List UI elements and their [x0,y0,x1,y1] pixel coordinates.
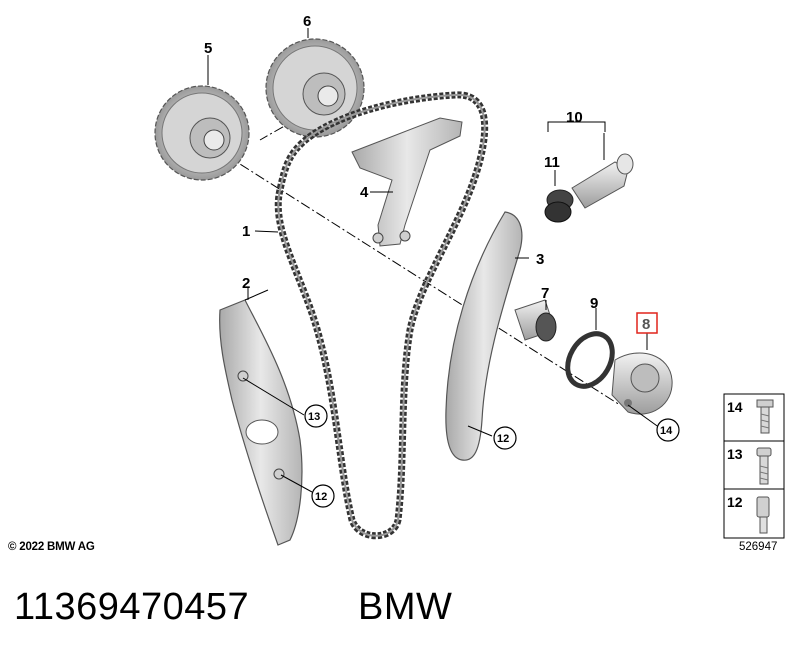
footer: 11369470457 BMW [0,586,800,646]
leader-lines [207,28,661,493]
callout-5: 5 [204,40,212,57]
callout-4: 4 [360,184,369,201]
callout-10: 10 [566,109,583,126]
circle-callout-12-left: 12 [311,484,335,508]
callout-3: 3 [536,251,544,268]
callout-1: 1 [242,223,250,240]
upper-guide-rail-4 [351,117,463,247]
callout-7: 7 [541,285,549,302]
brand-name: BMW [358,586,453,628]
fastener-panel: 14 13 12 [723,393,785,539]
circle-callout-12-right: 12 [493,426,517,450]
bolt-13-icon [756,447,772,485]
side-label-14: 14 [727,399,743,415]
bolt-12-icon [756,496,770,534]
circle-callout-14: 14 [656,418,680,442]
solenoid-valve-8 [611,352,673,415]
chain-tensioner-10 [571,153,634,209]
callout-2: 2 [242,275,250,292]
tensioner-rail-3 [445,211,523,461]
oil-spray-nozzle-7 [514,299,557,342]
camshaft-sprocket-6 [265,38,365,138]
part-number: 11369470457 [14,586,250,628]
svg-text:14: 14 [660,425,673,437]
svg-text:12: 12 [497,433,509,445]
callouts: 5 6 1 2 4 3 7 9 11 10 8 13 12 12 14 [204,13,680,508]
side-label-13: 13 [727,446,743,462]
image-number: 526947 [739,541,778,553]
circle-callout-13: 13 [304,404,328,428]
svg-text:12: 12 [315,491,327,503]
highlight-box [636,312,658,334]
tensioner-piston-11 [544,189,574,223]
copyright-text: © 2022 BMW AG [8,541,95,553]
timing-chain-diagram: 5 6 1 2 4 3 7 9 11 10 8 13 12 12 14 [154,13,785,546]
callout-9: 9 [590,295,598,312]
camshaft-sprocket-5 [154,85,250,181]
svg-text:13: 13 [308,411,320,423]
side-label-12: 12 [727,494,743,510]
callout-8: 8 [642,316,650,333]
o-ring-9 [565,331,615,389]
callout-6: 6 [303,13,311,30]
bolt-14-icon [756,399,774,434]
callout-11: 11 [544,154,560,171]
